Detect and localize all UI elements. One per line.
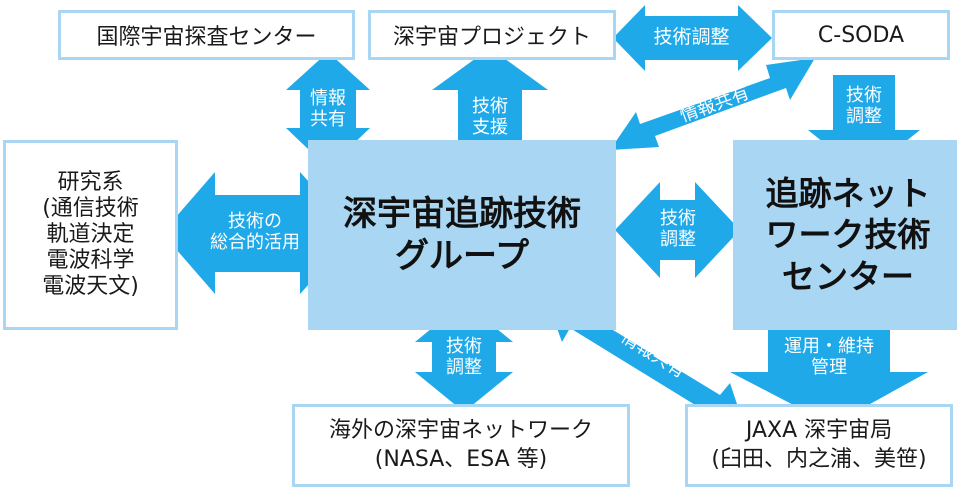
label-tech-coord-center: 技術 調整	[650, 203, 706, 257]
label-ops-maintenance: 運用・維持 管理	[768, 330, 890, 386]
label-tech-coord-overseas-2: 調整	[446, 357, 482, 378]
node-isas-label: 国際宇宙探査センター	[96, 25, 317, 50]
arrow-info-share-isas	[286, 52, 370, 168]
node-jaxa-deep-space-station: JAXA 深宇宙局 (臼田、内之浦、美笹)	[685, 404, 953, 487]
label-tech-utilization-2: 総合的活用	[210, 232, 300, 253]
node-research-line-2: (通信技術	[42, 196, 139, 222]
label-tech-coord-center-2: 調整	[660, 229, 696, 250]
label-tech-support: 技術 支援	[458, 90, 522, 146]
arrow-tech-coord-top	[613, 5, 772, 71]
label-tech-coord-top-text: 技術調整	[653, 26, 730, 49]
center-line-1: 追跡ネット	[765, 174, 931, 214]
node-research-line-3: 軌道決定	[46, 222, 135, 248]
label-tech-coord-overseas-1: 技術	[446, 336, 482, 358]
group-line-1: 深宇宙追跡技術	[343, 193, 581, 234]
node-jaxa-line-1: JAXA 深宇宙局	[745, 417, 893, 443]
label-tech-coord-csoda-2: 調整	[846, 106, 882, 127]
node-research-line-4: 電波科学	[46, 247, 135, 273]
center-line-2: ワーク技術	[765, 215, 931, 255]
label-tech-coord-top: 技術調整	[645, 16, 738, 60]
node-deep-space-project-label: 深宇宙プロジェクト	[392, 25, 591, 50]
node-research-line-1: 研究系	[57, 170, 124, 196]
node-deep-space-tracking-group: 深宇宙追跡技術 グループ	[308, 140, 616, 330]
label-info-share-isas: 情報 共有	[300, 84, 356, 136]
node-research: 研究系 (通信技術 軌道決定 電波科学 電波天文)	[3, 140, 178, 330]
group-line-2: グループ	[395, 236, 529, 276]
arrow-ops-maintenance	[730, 318, 928, 425]
label-tech-coord-csoda: 技術 調整	[833, 80, 895, 134]
label-ops-maintenance-1: 運用・維持	[784, 336, 874, 358]
label-tech-utilization-1: 技術の	[228, 211, 282, 233]
node-deep-space-project: 深宇宙プロジェクト	[368, 10, 616, 60]
label-tech-coord-overseas: 技術 調整	[432, 330, 496, 386]
node-overseas-line-1: 海外の深宇宙ネットワーク	[328, 417, 593, 443]
center-line-3: センター	[782, 256, 914, 296]
label-tech-coord-center-1: 技術	[660, 208, 696, 230]
node-research-line-5: 電波天文)	[42, 273, 139, 299]
arrow-tech-utilization	[162, 172, 355, 294]
node-tracking-network-center: 追跡ネット ワーク技術 センター	[733, 140, 957, 330]
node-overseas-line-2: (NASA、ESA 等)	[374, 446, 548, 472]
label-tech-support-2: 支援	[472, 117, 508, 138]
arrow-tech-support	[432, 48, 548, 155]
label-info-share-isas-2: 共有	[310, 109, 346, 130]
label-info-share-isas-1: 情報	[310, 88, 346, 110]
node-csoda: C-SODA	[772, 10, 950, 60]
node-csoda-label: C-SODA	[817, 22, 905, 48]
label-tech-utilization: 技術の 総合的活用	[185, 200, 325, 266]
node-overseas-network: 海外の深宇宙ネットワーク (NASA、ESA 等)	[292, 404, 630, 487]
node-jaxa-line-2: (臼田、内之浦、美笹)	[711, 446, 927, 472]
arrow-tech-coord-center	[615, 182, 740, 278]
label-tech-coord-csoda-1: 技術	[846, 85, 882, 107]
label-ops-maintenance-2: 管理	[811, 357, 847, 378]
node-isas: 国際宇宙探査センター	[58, 10, 355, 60]
label-tech-support-1: 技術	[472, 96, 508, 118]
arrow-info-share-csoda	[610, 58, 815, 150]
